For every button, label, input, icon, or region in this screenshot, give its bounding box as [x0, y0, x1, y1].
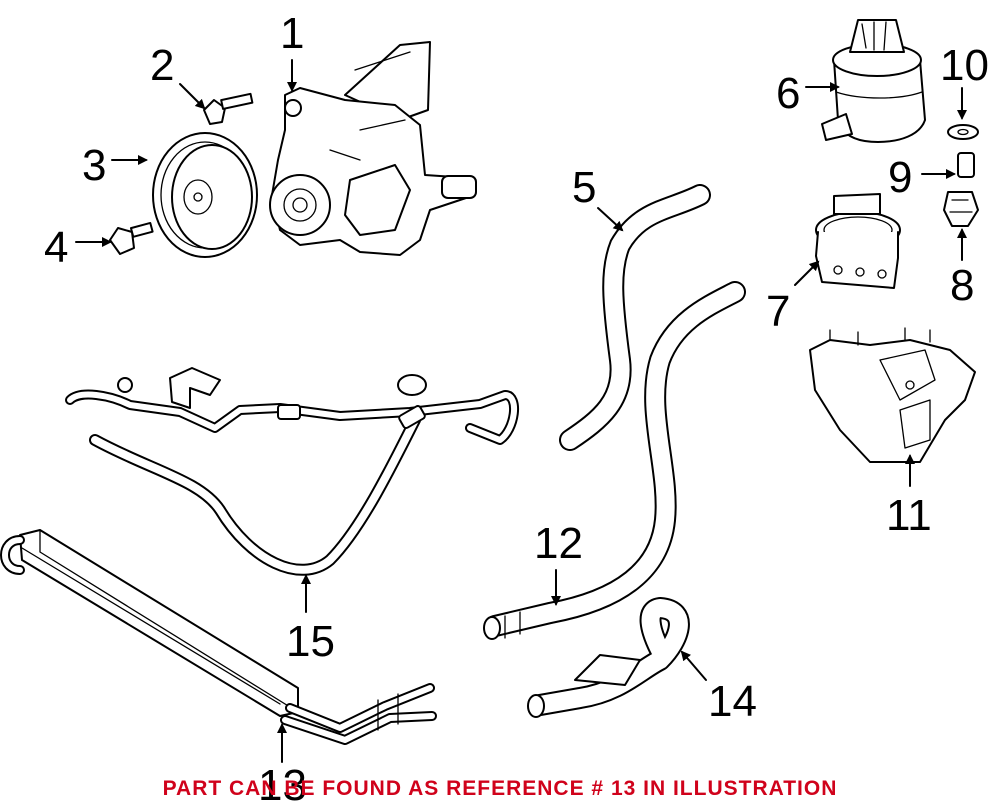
callout-15: 15 [286, 617, 335, 666]
pressure-line-assembly [65, 367, 520, 576]
callout-12: 12 [534, 519, 583, 568]
power-steering-pump [269, 41, 477, 256]
callout-10: 10 [940, 41, 989, 90]
reference-note: PART CAN BE FOUND AS REFERENCE # 13 IN I… [162, 777, 838, 800]
pulley [152, 132, 258, 258]
washer-10 [947, 124, 979, 140]
callout-3: 3 [82, 141, 107, 190]
mounting-bracket [809, 327, 976, 463]
callout-7: 7 [766, 287, 791, 336]
return-hose [559, 184, 711, 451]
callout-11: 11 [886, 491, 932, 540]
callout-13: 13 [258, 761, 307, 810]
pressure-hose [483, 281, 746, 640]
oil-cooler [0, 529, 437, 745]
reservoir-bracket [815, 193, 901, 289]
callout-2: 2 [150, 41, 175, 90]
leader-arrows [75, 59, 967, 763]
callout-1: 1 [280, 9, 305, 58]
bolt-2 [203, 92, 254, 125]
callout-8: 8 [950, 261, 975, 310]
bolt-4 [109, 221, 154, 255]
callout-9: 9 [888, 153, 913, 202]
bushing-9 [957, 152, 975, 178]
arrow-7 [794, 260, 820, 286]
callout-4: 4 [44, 223, 69, 272]
callout-6: 6 [776, 69, 801, 118]
callout-5: 5 [572, 163, 597, 212]
reservoir [821, 19, 926, 143]
arrow-5 [597, 207, 624, 232]
grommet-8 [943, 191, 979, 227]
arrow-2 [179, 83, 206, 110]
arrow-14 [680, 650, 707, 681]
callout-14: 14 [708, 677, 757, 726]
suction-hose [527, 597, 690, 718]
